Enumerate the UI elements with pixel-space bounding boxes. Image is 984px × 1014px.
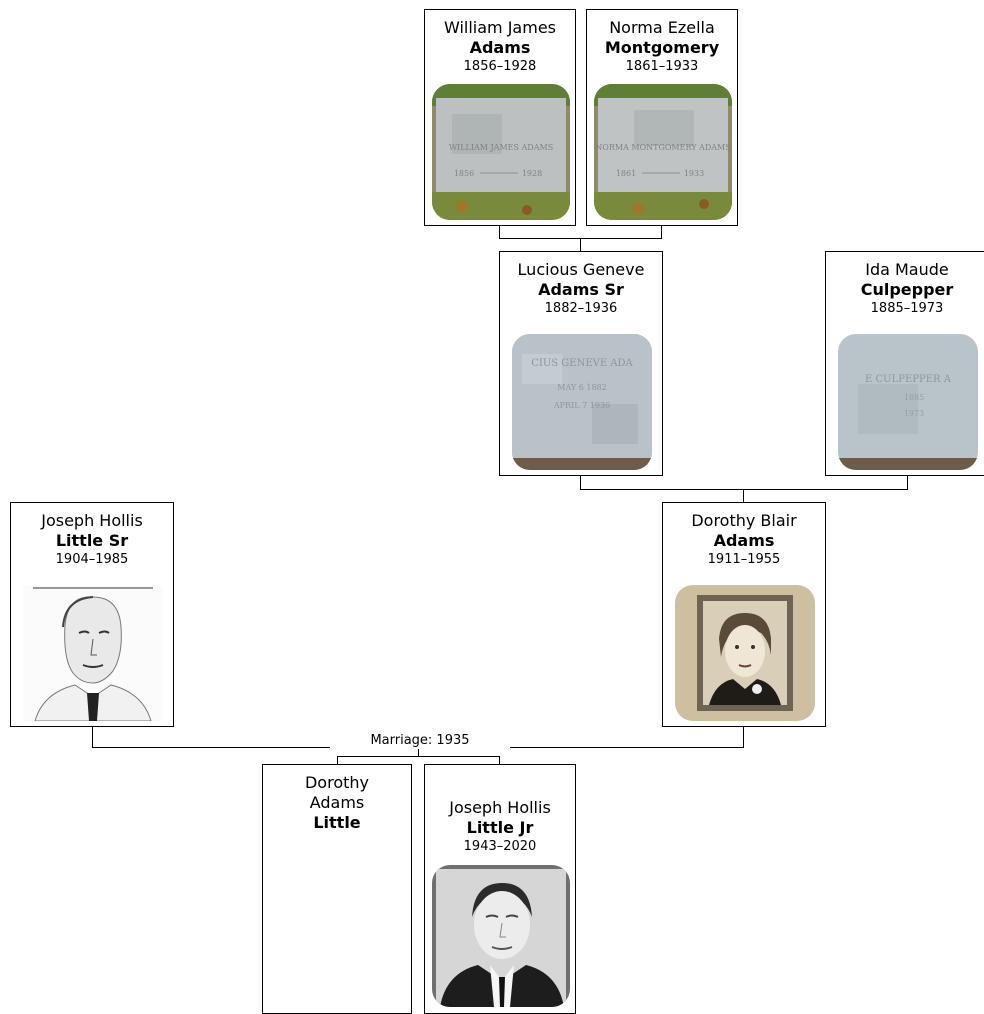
connector-line [92,727,93,748]
svg-text:MAY 6 1882: MAY 6 1882 [557,383,606,392]
person-given-name: Dorothy Blair [691,511,797,530]
marriage-label: Marriage: 1935 [330,733,510,749]
person-card-lucious-geneve-adams-sr[interactable]: Lucious Geneve Adams Sr 1882–1936 CIUS G… [499,251,663,476]
svg-text:1973: 1973 [904,409,924,418]
connector-line [418,747,419,757]
person-years: 1911–1955 [707,552,781,567]
person-years: 1882–1936 [544,301,618,316]
headstone-photo: WILLIAM JAMES ADAMS 1856 1928 [432,84,570,220]
svg-text:1933: 1933 [684,169,704,178]
person-given-name: Joseph Hollis [449,798,551,817]
person-surname: Little [313,813,361,832]
grave-marker-photo: E CULPEPPER A 1885 1973 [838,334,978,470]
person-surname: Little Sr [55,531,129,550]
svg-text:1856: 1856 [454,169,474,178]
person-given-name: William James [443,18,556,37]
svg-text:WILLIAM JAMES ADAMS: WILLIAM JAMES ADAMS [449,143,553,152]
person-given-name: Dorothy Adams [304,773,369,812]
person-card-william-james-adams[interactable]: William James Adams 1856–1928 WILLIAM JA… [424,9,576,226]
svg-text:NORMA MONTGOMERY ADAMS: NORMA MONTGOMERY ADAMS [595,143,730,152]
person-surname: Little Jr [466,818,534,837]
svg-text:CIUS GENEVE ADA: CIUS GENEVE ADA [531,358,633,369]
svg-text:1861: 1861 [616,169,636,178]
person-years: 1904–1985 [55,552,129,567]
svg-text:APRIL 7 1936: APRIL 7 1936 [553,401,610,410]
person-given-name: Lucious Geneve [517,260,645,279]
person-card-dorothy-blair-adams[interactable]: Dorothy Blair Adams 1911–1955 [662,502,826,727]
svg-text:E CULPEPPER A: E CULPEPPER A [865,374,952,385]
connector-line [743,489,744,502]
connector-line [337,756,338,764]
svg-text:1928: 1928 [522,169,542,178]
person-years: 1943–2020 [463,839,537,854]
connector-line [337,756,500,757]
person-card-joseph-hollis-little-jr[interactable]: Joseph Hollis Little Jr 1943–2020 [424,764,576,1014]
connector-line [580,475,581,490]
person-surname: Adams [469,38,531,57]
portrait-photo [23,585,163,721]
connector-line [907,475,908,490]
person-surname: Montgomery [604,38,720,57]
connector-line [499,225,500,239]
person-surname: Adams Sr [538,280,624,299]
connector-line [580,238,581,251]
connector-line [580,489,908,490]
grave-marker-photo: CIUS GENEVE ADA MAY 6 1882 APRIL 7 1936 [512,334,652,470]
portrait-photo [675,585,815,721]
person-years: 1885–1973 [870,301,944,316]
person-card-ida-maude-culpepper[interactable]: Ida Maude Culpepper 1885–1973 E CULPEPPE… [825,251,984,476]
portrait-photo [432,865,570,1007]
person-surname: Adams [713,531,775,550]
person-surname: Culpepper [860,280,954,299]
person-card-joseph-hollis-little-sr[interactable]: Joseph Hollis Little Sr 1904–1985 [10,502,174,727]
svg-text:1885: 1885 [904,393,924,402]
person-given-name: Norma Ezella [609,18,715,37]
person-given-name: Joseph Hollis [41,511,143,530]
person-card-norma-ezella-montgomery[interactable]: Norma Ezella Montgomery 1861–1933 NORMA … [586,9,738,226]
connector-line [661,225,662,239]
person-given-name: Ida Maude [865,260,949,279]
person-years: 1861–1933 [625,59,699,74]
person-card-dorothy-adams-little[interactable]: Dorothy Adams Little [262,764,412,1014]
connector-line [743,727,744,748]
connector-line [499,756,500,764]
headstone-photo: NORMA MONTGOMERY ADAMS 1861 1933 [594,84,732,220]
person-years: 1856–1928 [463,59,537,74]
